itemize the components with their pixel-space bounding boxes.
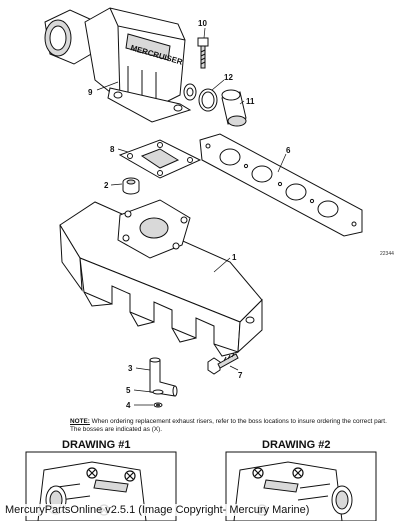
gasket-part-8 — [118, 139, 202, 179]
manifold-gasket-part-6 — [199, 133, 363, 237]
exhaust-riser-part-9: MERCRUISER — [44, 7, 197, 123]
callout-10: 10 — [198, 19, 207, 28]
copyright-footer: MercuryPartsOnline v2.5.1 (Image Copyrig… — [3, 504, 312, 516]
drawing-2-title: DRAWING #2 — [262, 439, 331, 451]
boss-x-icon — [86, 467, 98, 479]
callout-numbers: 10 9 12 11 8 2 6 1 7 3 5 4 — [88, 19, 291, 410]
callout-5: 5 — [126, 386, 131, 395]
boss-x-icon — [124, 470, 136, 482]
bolt-part-7 — [207, 352, 239, 375]
exhaust-manifold-part-1 — [59, 199, 263, 357]
hose-clamp-part-12 — [198, 88, 218, 112]
callout-11: 11 — [246, 97, 255, 106]
drawing-1-title: DRAWING #1 — [62, 439, 131, 451]
washer-part-4 — [153, 402, 163, 408]
plug-part-2 — [122, 177, 140, 195]
callout-9: 9 — [88, 88, 93, 97]
callout-12: 12 — [224, 73, 233, 82]
reference-code: 22344 — [380, 251, 394, 257]
callout-3: 3 — [128, 364, 133, 373]
callout-2: 2 — [104, 181, 109, 190]
boss-x-icon — [252, 467, 264, 479]
callout-6: 6 — [286, 146, 291, 155]
note-text: When ordering replacement exhaust risers… — [70, 418, 387, 433]
note-label: NOTE: — [70, 418, 90, 425]
callout-4: 4 — [126, 401, 131, 410]
leader-lines — [96, 27, 287, 406]
callout-8: 8 — [110, 145, 115, 154]
sleeve-part-11 — [221, 89, 247, 127]
bolt-part-10 — [197, 37, 209, 69]
o-ring-part-5 — [152, 389, 164, 395]
ordering-note: NOTE: When ordering replacement exhaust … — [70, 418, 390, 434]
callout-1: 1 — [232, 253, 237, 262]
callout-7: 7 — [238, 371, 243, 380]
boss-x-icon — [292, 467, 304, 479]
